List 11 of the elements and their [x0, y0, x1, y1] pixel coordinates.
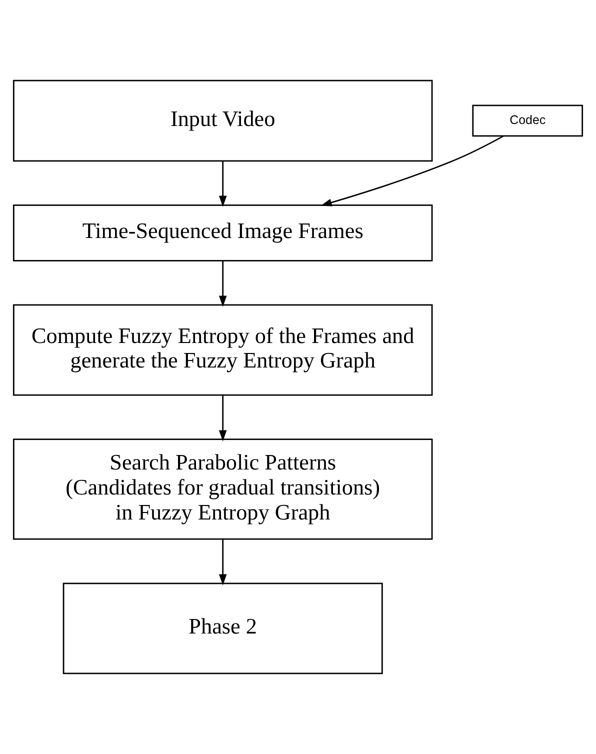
- arrow: [218, 395, 227, 442]
- arrow: [218, 160, 227, 207]
- node-box: Codec: [472, 104, 584, 137]
- node-box: Phase 2: [62, 582, 383, 674]
- arrow: [218, 539, 227, 586]
- node-box: Time-Sequenced Image Frames: [12, 204, 433, 262]
- arrow: [320, 136, 504, 206]
- arrow: [218, 260, 227, 307]
- node-box: Input Video: [12, 80, 433, 162]
- node-box: Compute Fuzzy Entropy of the Frames and generate the Fuzzy Entropy Graph: [12, 304, 433, 396]
- node-box: Search Parabolic Patterns (Candidates for gradual transitions) in Fuzzy Entropy Graph: [12, 438, 433, 540]
